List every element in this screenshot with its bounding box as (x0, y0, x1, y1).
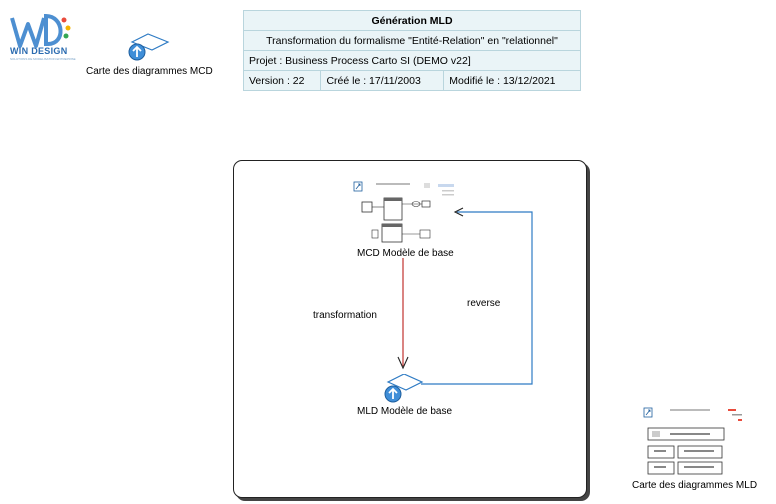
table-subtitle: Transformation du formalisme "Entité-Rel… (243, 30, 581, 51)
diagram-frame (233, 160, 587, 498)
transformation-arrowhead (397, 356, 409, 370)
diagram-map-icon[interactable] (124, 32, 172, 64)
mld-node-label[interactable]: MLD Modèle de base (357, 406, 453, 417)
reverse-arrowhead (453, 207, 464, 217)
mld-map-thumbnail[interactable] (640, 406, 750, 476)
transformation-label: transformation (313, 310, 377, 321)
map-mld-label[interactable]: Carte des diagrammes MLD (632, 480, 758, 491)
logo-tagline: SOLUTIONS DE MODELISATION ENTREPRISE (10, 57, 76, 61)
info-table: Génération MLD Transformation du formali… (242, 10, 581, 91)
mld-node-icon[interactable] (380, 374, 428, 404)
logo-brand-text: WIN DESIGN (10, 46, 68, 56)
table-project: Projet : Business Process Carto SI (DEMO… (243, 50, 581, 71)
reverse-arrow (421, 211, 533, 385)
reverse-label: reverse (467, 298, 501, 309)
table-title: Génération MLD (243, 10, 581, 31)
mcd-node-label[interactable]: MCD Modèle de base (357, 248, 454, 259)
mcd-thumbnail[interactable] (350, 180, 462, 246)
map-mcd-label[interactable]: Carte des diagrammes MCD (86, 66, 213, 77)
table-created: Créé le : 17/11/2003 (320, 70, 445, 91)
windesign-logo (10, 13, 71, 48)
table-version: Version : 22 (242, 70, 322, 91)
table-modified: Modifié le : 13/12/2021 (443, 70, 581, 91)
